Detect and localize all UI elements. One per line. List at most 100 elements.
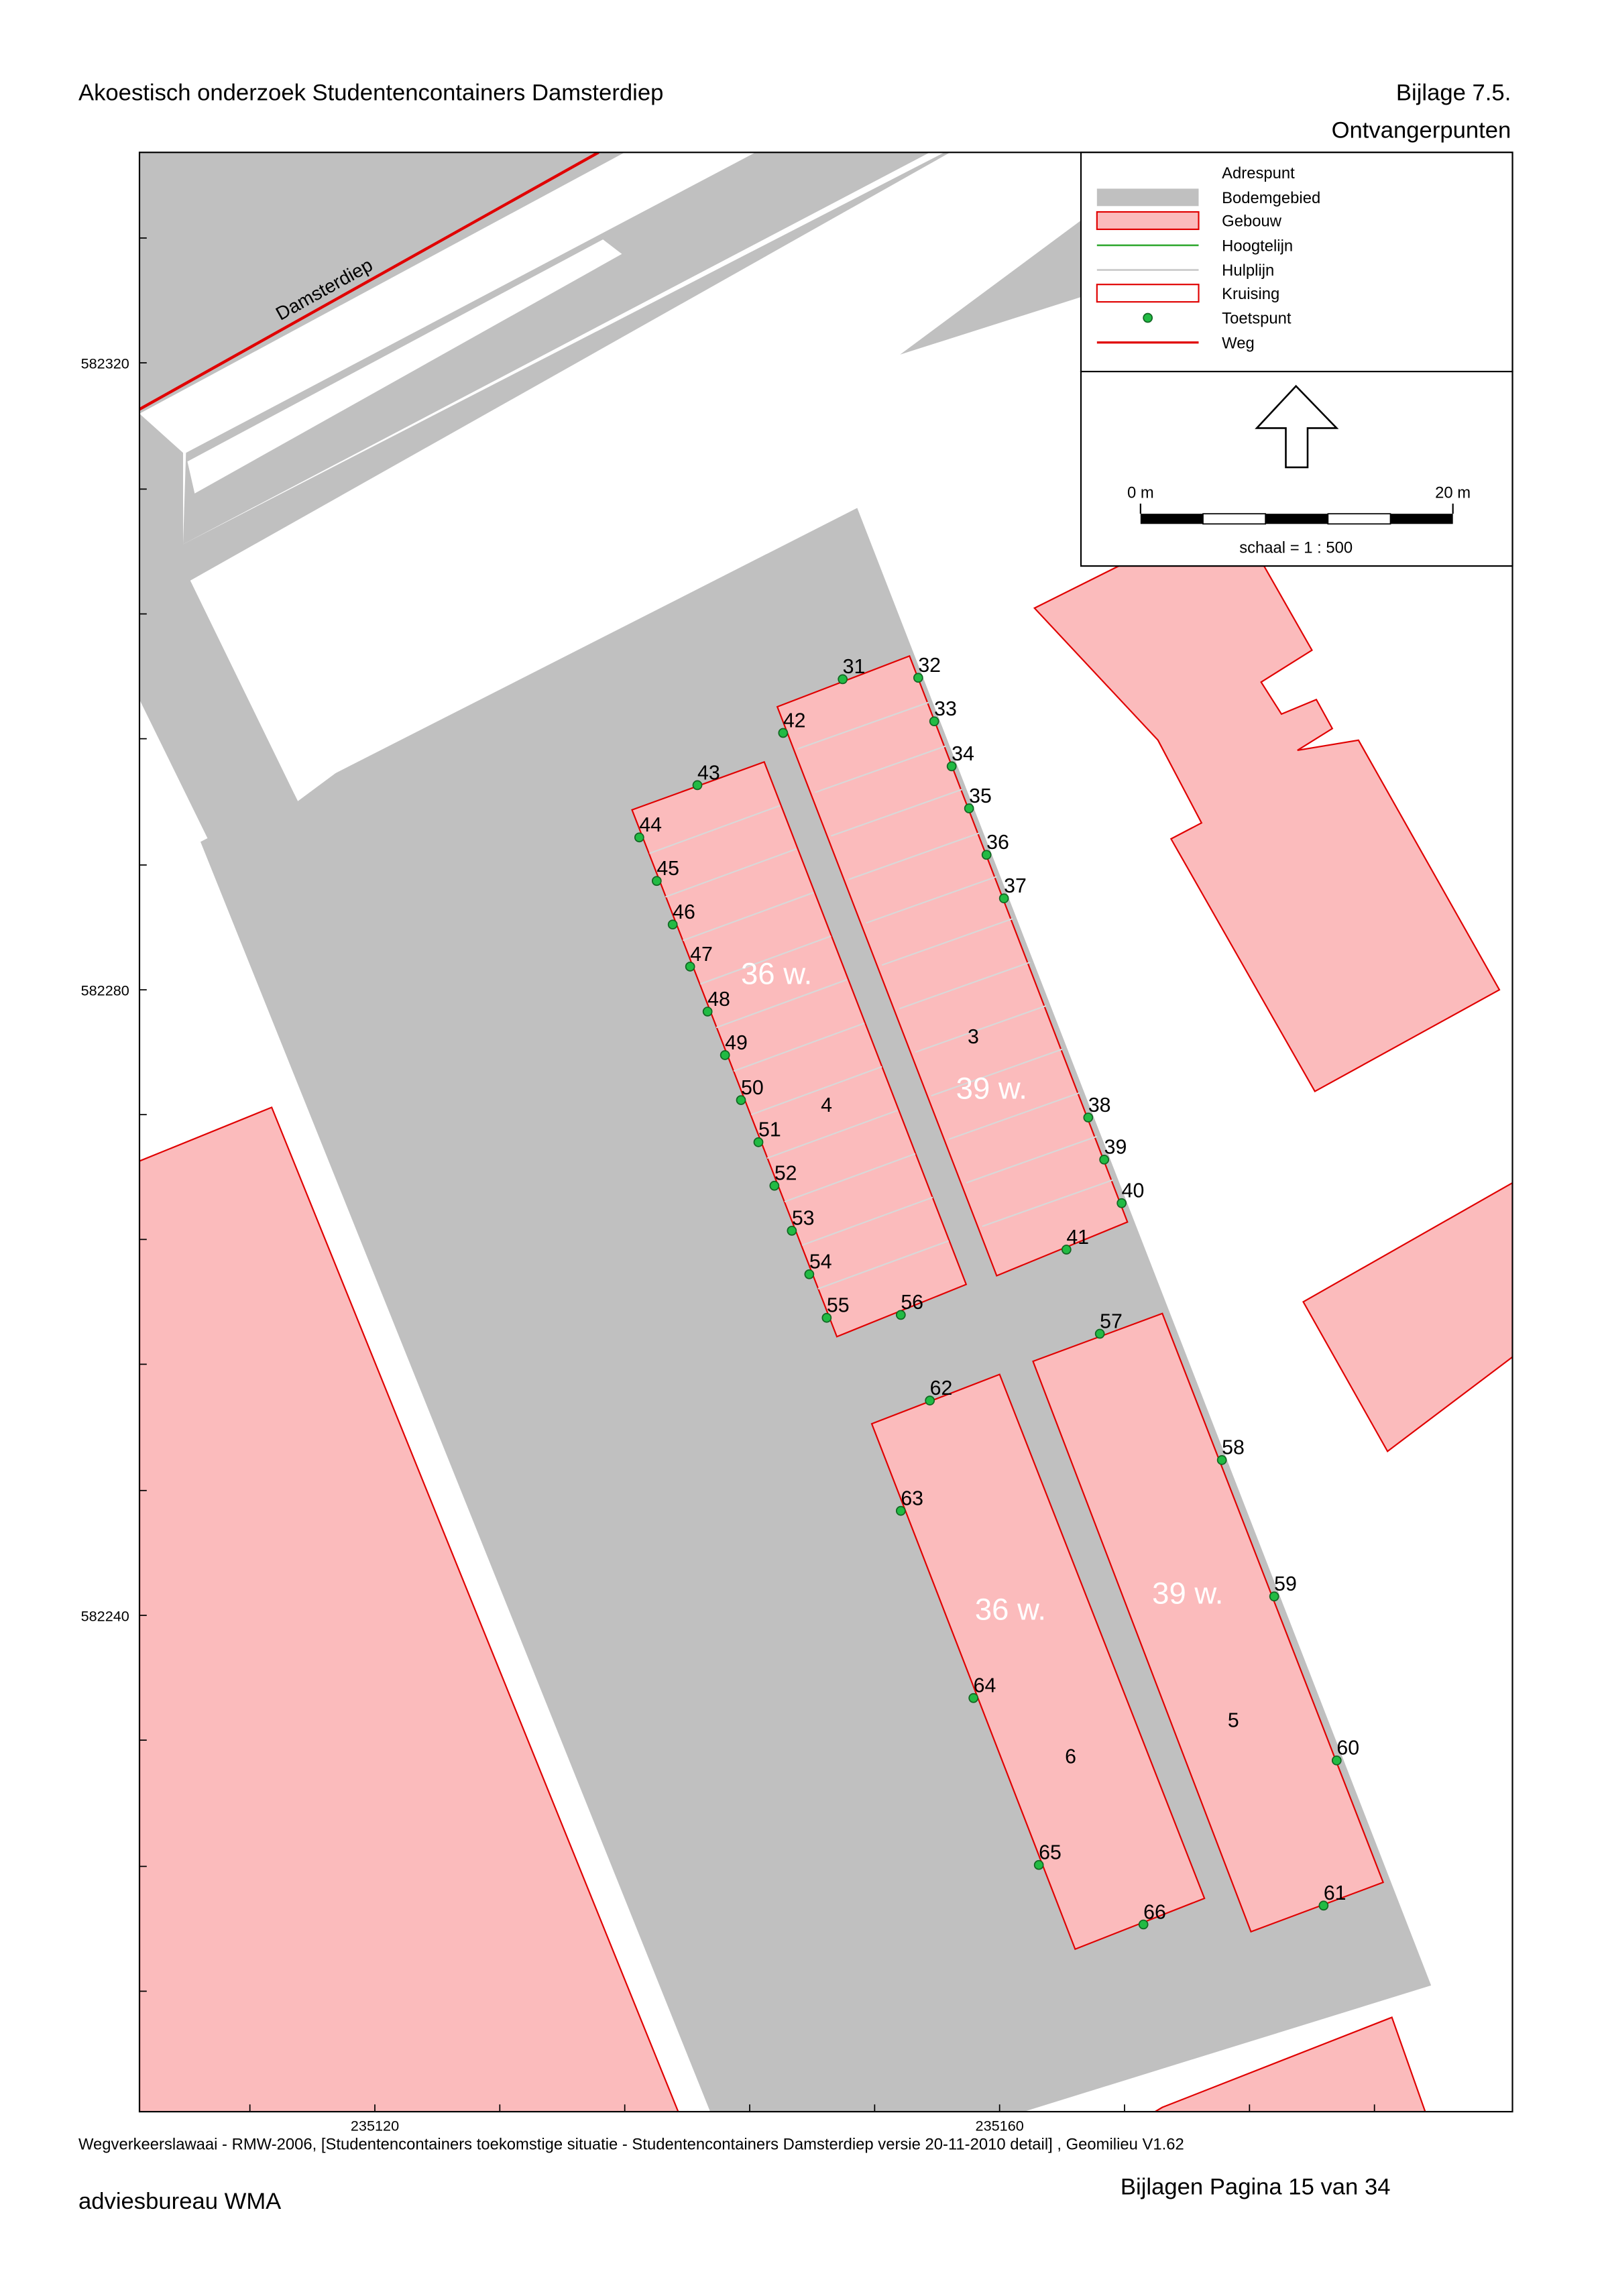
svg-text:39: 39 xyxy=(1104,1137,1127,1159)
receiver-point[interactable]: 39 xyxy=(1099,1137,1127,1165)
svg-text:65: 65 xyxy=(1039,1842,1062,1864)
receiver-point[interactable]: 44 xyxy=(634,814,662,843)
svg-text:Weg: Weg xyxy=(1222,334,1255,352)
scale-ratio: schaal = 1 : 500 xyxy=(1239,539,1353,557)
receiver-point[interactable]: 47 xyxy=(685,943,713,972)
receiver-point[interactable]: 63 xyxy=(895,1487,923,1516)
x-axis-label: 235120 xyxy=(351,2117,399,2134)
receiver-point[interactable]: 60 xyxy=(1331,1737,1359,1766)
receiver-point[interactable]: 38 xyxy=(1083,1094,1111,1123)
receiver-point[interactable]: 46 xyxy=(667,901,695,930)
svg-text:Hulplijn: Hulplijn xyxy=(1222,262,1274,280)
receiver-point[interactable]: 66 xyxy=(1138,1901,1166,1930)
receiver-point[interactable]: 64 xyxy=(968,1675,996,1703)
receiver-point[interactable]: 57 xyxy=(1094,1310,1123,1339)
svg-text:Hoogtelijn: Hoogtelijn xyxy=(1222,237,1293,255)
receiver-point[interactable]: 56 xyxy=(895,1292,923,1320)
svg-text:40: 40 xyxy=(1122,1180,1145,1202)
x-axis-label: 235160 xyxy=(976,2117,1024,2134)
receiver-point[interactable]: 34 xyxy=(946,743,974,772)
receiver-point[interactable]: 35 xyxy=(964,785,992,813)
receiver-point[interactable]: 52 xyxy=(769,1163,797,1191)
svg-text:46: 46 xyxy=(673,901,695,923)
svg-text:58: 58 xyxy=(1222,1437,1245,1459)
receiver-point[interactable]: 55 xyxy=(821,1295,850,1323)
receiver-point[interactable]: 59 xyxy=(1269,1573,1297,1602)
building-6-number: 6 xyxy=(1065,1746,1076,1768)
building-4-units: 36 w. xyxy=(741,956,812,990)
receiver-point[interactable]: 32 xyxy=(913,654,941,683)
receiver-point[interactable]: 54 xyxy=(804,1251,832,1279)
svg-text:37: 37 xyxy=(1004,875,1027,897)
building-3-number: 3 xyxy=(968,1026,979,1048)
legend-item-hoogtelijn: Hoogtelijn xyxy=(1096,237,1293,255)
receiver-point[interactable]: 62 xyxy=(925,1377,952,1405)
receiver-point[interactable]: 58 xyxy=(1216,1437,1245,1465)
receiver-point[interactable]: 49 xyxy=(720,1032,748,1060)
legend-item-adrespunt: Adrespunt xyxy=(1222,164,1295,182)
svg-text:45: 45 xyxy=(656,858,679,880)
receiver-point[interactable]: 31 xyxy=(838,656,865,685)
legend-swatch-grey xyxy=(1096,188,1199,207)
building-5: 5 39 w. xyxy=(1032,1312,1385,1933)
building-5-units: 39 w. xyxy=(1152,1576,1223,1611)
receiver-point[interactable]: 42 xyxy=(778,709,806,738)
receiver-point[interactable]: 37 xyxy=(998,875,1027,904)
scale-bar xyxy=(1139,504,1454,525)
svg-text:48: 48 xyxy=(707,988,730,1011)
receiver-point[interactable]: 36 xyxy=(981,831,1009,860)
legend-dot-icon xyxy=(1143,312,1153,323)
company-name: adviesbureau WMA xyxy=(78,2189,282,2214)
svg-text:43: 43 xyxy=(697,762,720,784)
svg-text:36: 36 xyxy=(986,831,1009,854)
receiver-point[interactable]: 40 xyxy=(1116,1180,1145,1208)
receiver-point[interactable]: 61 xyxy=(1318,1882,1347,1911)
receiver-point[interactable]: 53 xyxy=(787,1208,815,1236)
receiver-point[interactable]: 51 xyxy=(753,1119,781,1147)
svg-text:41: 41 xyxy=(1066,1226,1089,1249)
building-northeast xyxy=(1033,565,1501,1093)
legend-item-kruising: Kruising xyxy=(1096,284,1279,303)
receiver-point[interactable]: 65 xyxy=(1033,1842,1062,1870)
receiver-point[interactable]: 33 xyxy=(929,698,957,727)
receiver-point[interactable]: 45 xyxy=(651,858,679,886)
legend-swatch-outline xyxy=(1096,284,1200,303)
white-courtyard xyxy=(190,152,1104,801)
document-title: Akoestisch onderzoek Studentencontainers… xyxy=(78,80,663,105)
receiver-points: 31 32 33 34 35 36 37 38 39 40 41 42 43 4… xyxy=(634,654,1359,1930)
svg-text:63: 63 xyxy=(901,1487,923,1509)
svg-text:55: 55 xyxy=(827,1295,850,1317)
svg-text:61: 61 xyxy=(1324,1882,1347,1904)
page-number: Bijlagen Pagina 15 van 34 xyxy=(1121,2175,1391,2200)
legend-item-weg: Weg xyxy=(1096,334,1255,352)
svg-text:56: 56 xyxy=(901,1292,923,1314)
appendix-number: Bijlage 7.5. xyxy=(1396,80,1511,105)
svg-text:Bodemgebied: Bodemgebied xyxy=(1222,189,1320,207)
building-east xyxy=(1302,1182,1513,1452)
svg-text:32: 32 xyxy=(918,654,941,677)
svg-text:34: 34 xyxy=(952,743,974,765)
svg-text:66: 66 xyxy=(1143,1901,1166,1923)
building-4-number: 4 xyxy=(821,1094,832,1116)
legend: Adrespunt Bodemgebied Gebouw Hoogtelijn … xyxy=(1080,152,1513,373)
y-axis-label: 582240 xyxy=(81,1608,129,1625)
svg-text:Toetspunt: Toetspunt xyxy=(1222,310,1292,328)
svg-text:57: 57 xyxy=(1100,1310,1123,1332)
svg-text:38: 38 xyxy=(1088,1094,1111,1116)
svg-text:Adrespunt: Adrespunt xyxy=(1222,164,1295,182)
receiver-point[interactable]: 43 xyxy=(692,762,720,791)
scale-box: 0 m 20 m schaal = 1 : 500 xyxy=(1080,370,1513,567)
svg-text:60: 60 xyxy=(1336,1737,1359,1760)
map-subtitle: Ontvangerpunten xyxy=(1332,118,1511,144)
building-3-unit-lines xyxy=(797,701,1114,1227)
building-southeast xyxy=(1153,2016,1426,2112)
svg-text:62: 62 xyxy=(930,1377,953,1399)
building-west xyxy=(139,1106,679,2112)
receiver-point[interactable]: 41 xyxy=(1061,1226,1089,1255)
receiver-point[interactable]: 48 xyxy=(702,988,730,1017)
svg-text:59: 59 xyxy=(1274,1573,1297,1595)
receiver-point[interactable]: 50 xyxy=(736,1077,764,1105)
ground-area-strip xyxy=(183,152,930,544)
legend-swatch-pink xyxy=(1096,211,1200,231)
